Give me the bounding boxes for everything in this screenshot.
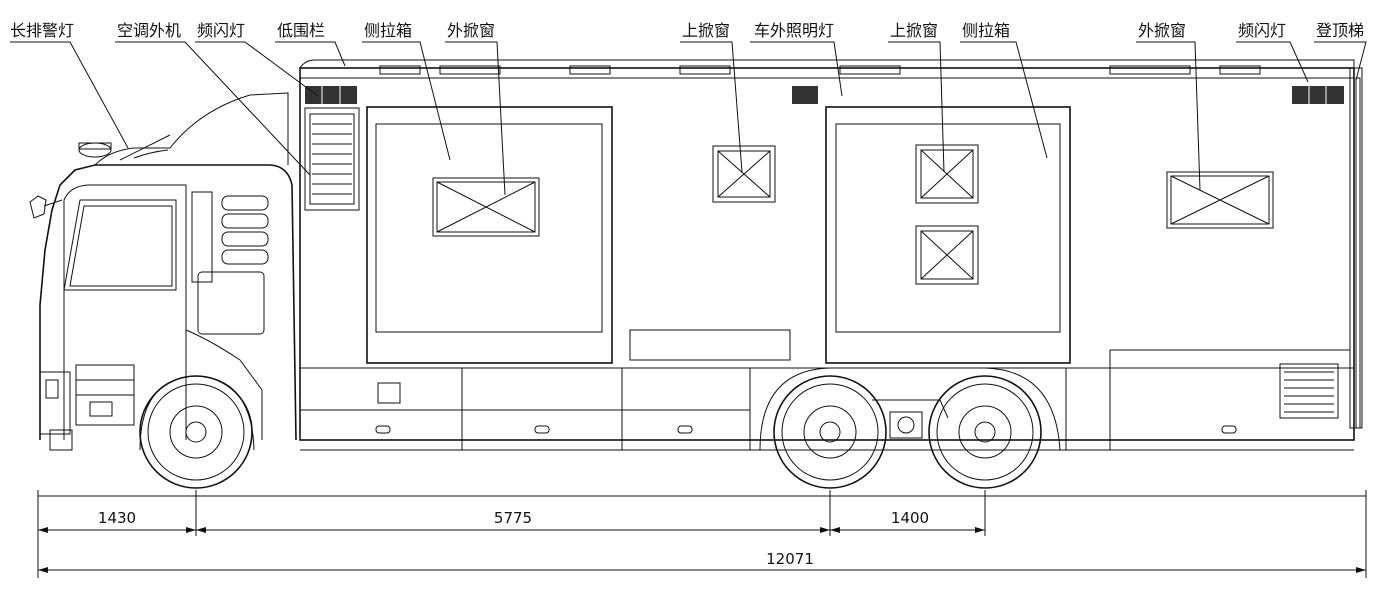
dimension-front-overhang: 1430	[98, 509, 136, 527]
strobe-light-rear-icon	[1292, 86, 1344, 104]
callout-upper-window-mid: 上掀窗	[682, 21, 730, 40]
callout-external-window-rear: 外掀窗	[1138, 21, 1186, 40]
rear-wheel-2	[928, 375, 1042, 489]
callout-leaders	[10, 41, 1367, 196]
dimension-tandem-spacing: 1400	[891, 509, 929, 527]
callout-roof-ladder: 登顶梯	[1316, 21, 1364, 40]
callout-external-window-front: 外掀窗	[447, 21, 495, 40]
upper-window-rear	[915, 144, 979, 285]
ac-outdoor-unit	[304, 107, 360, 211]
suspension	[872, 399, 949, 439]
external-window-front	[432, 177, 540, 237]
truck-body-box	[299, 59, 1363, 451]
strobe-light-front-icon	[305, 86, 357, 104]
side-slide-box-front	[366, 106, 613, 364]
dimension-wheelbase: 5775	[494, 509, 532, 527]
callout-strobe-light-front: 频闪灯	[197, 21, 245, 40]
lower-storage-compartments	[300, 349, 1350, 450]
callout-ac-outdoor-unit: 空调外机	[117, 21, 181, 40]
front-wheel	[139, 375, 253, 489]
callout-side-slide-box-front: 侧拉箱	[364, 21, 412, 40]
truck-cab	[29, 92, 297, 451]
strobe-light-mid-icon	[792, 86, 818, 104]
dimension-overall-length: 12071	[766, 550, 814, 568]
external-window-rear	[1166, 171, 1274, 229]
rear-wheel-arch	[759, 367, 1061, 451]
rear-wheel-1	[773, 375, 887, 489]
storage-panel	[629, 329, 791, 361]
callout-side-slide-box-rear: 侧拉箱	[962, 21, 1010, 40]
callout-low-guardrail: 低围栏	[277, 21, 325, 40]
dimension-lines: 1430 5775 1400 12071	[37, 490, 1367, 578]
upper-window-mid	[712, 145, 776, 203]
callout-exterior-light: 车外照明灯	[754, 21, 834, 40]
callout-upper-window-rear: 上掀窗	[890, 21, 938, 40]
front-wheel-arch	[139, 375, 255, 451]
side-slide-box-rear	[825, 106, 1071, 364]
callout-long-warning-light: 长排警灯	[10, 21, 74, 40]
callout-labels: 长排警灯 空调外机 频闪灯 低围栏 侧拉箱 外掀窗 上掀窗 车外照明灯 上掀窗 …	[10, 21, 1364, 40]
callout-strobe-light-rear: 频闪灯	[1238, 21, 1286, 40]
